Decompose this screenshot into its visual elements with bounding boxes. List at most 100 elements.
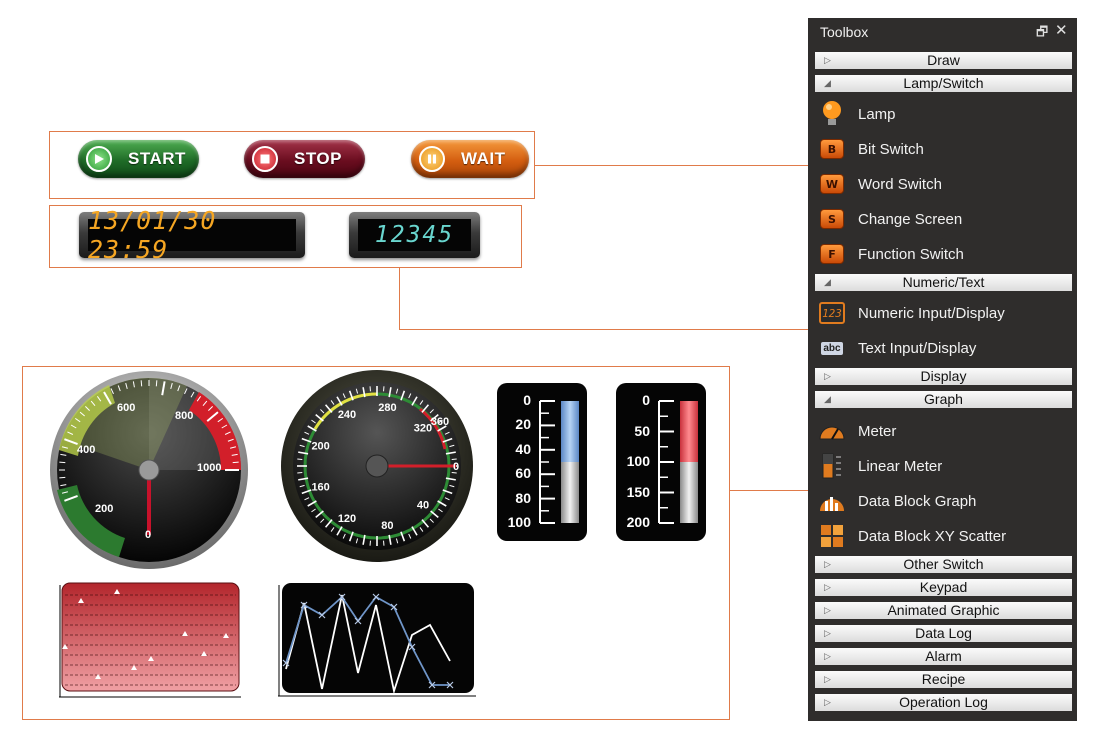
stop-label: STOP bbox=[294, 149, 342, 168]
close-icon[interactable]: ✕ bbox=[1055, 21, 1068, 39]
meter-tick bbox=[177, 385, 181, 392]
toolbox-item-function-switch[interactable]: F Function Switch bbox=[818, 239, 964, 269]
meter-tick bbox=[184, 388, 188, 395]
linear-meter-1-fill bbox=[561, 462, 579, 523]
meter-tick bbox=[315, 510, 324, 519]
numeric-text: 12345 bbox=[358, 219, 471, 251]
item-label: Lamp bbox=[858, 105, 896, 123]
meter-tick bbox=[64, 495, 78, 502]
toolbox-item-linear-meter[interactable]: Linear Meter bbox=[818, 451, 942, 481]
toolbox-item-bit-switch[interactable]: B Bit Switch bbox=[818, 134, 924, 164]
meter-tick bbox=[224, 431, 231, 435]
displays-group-box bbox=[49, 205, 522, 268]
category-display[interactable]: ▷ Display bbox=[815, 368, 1072, 385]
item-label: Data Block XY Scatter bbox=[858, 527, 1007, 545]
meter-tick bbox=[196, 395, 202, 402]
toolbox-item-data-block-graph[interactable]: Data Block Graph bbox=[818, 486, 976, 516]
lm1-tick-60: 60 bbox=[515, 465, 531, 481]
linear-meter-2-fill bbox=[680, 462, 698, 523]
toolbox-panel: Toolbox 🗗 ✕ ▷ Draw ◢ Lamp/Switch Lamp B … bbox=[808, 18, 1077, 721]
meter-tick bbox=[140, 380, 143, 387]
meter-tick bbox=[155, 380, 158, 387]
meter-tick bbox=[362, 387, 366, 398]
lm2-tick-200: 200 bbox=[627, 514, 651, 530]
toolbox-item-text-input[interactable]: abc Text Input/Display bbox=[818, 333, 976, 363]
tick-400: 400 bbox=[77, 444, 95, 456]
data-block-scatter-graph bbox=[59, 582, 241, 698]
category-draw[interactable]: ▷ Draw bbox=[815, 52, 1072, 69]
meter-tick bbox=[74, 417, 81, 423]
toolbox-item-word-switch[interactable]: W Word Switch bbox=[818, 169, 942, 199]
start-button[interactable]: START bbox=[78, 140, 199, 178]
category-recipe[interactable]: ▷ Recipe bbox=[815, 671, 1072, 688]
category-other-switch[interactable]: ▷ Other Switch bbox=[815, 556, 1072, 573]
float-window-icon[interactable]: 🗗 bbox=[1036, 25, 1049, 40]
meter-tick bbox=[429, 518, 434, 523]
collapse-triangle-icon: ◢ bbox=[824, 394, 831, 404]
stop-button[interactable]: STOP bbox=[244, 140, 365, 178]
meter-tick bbox=[307, 500, 317, 507]
item-label: Text Input/Display bbox=[858, 339, 977, 357]
meter-gauge-1: 200 400 600 800 1000 0 bbox=[50, 371, 248, 569]
meter-tick bbox=[60, 453, 67, 456]
toolbox-item-lamp[interactable]: Lamp bbox=[818, 99, 896, 129]
meter-tick bbox=[408, 393, 412, 399]
meter-tick bbox=[362, 534, 366, 545]
meter-tick bbox=[103, 391, 112, 405]
toolbox-item-numeric-input[interactable]: 123 Numeric Input/Display bbox=[818, 298, 1005, 328]
meter-tick bbox=[59, 461, 66, 464]
function-switch-icon: F bbox=[818, 240, 846, 268]
buttons-group-box bbox=[49, 131, 535, 199]
toolbox-item-data-block-xy[interactable]: Data Block XY Scatter bbox=[818, 521, 1006, 551]
data-block-line-graph bbox=[278, 583, 476, 697]
meter-tick bbox=[442, 437, 453, 443]
meter-tick bbox=[67, 431, 74, 435]
category-label: Alarm bbox=[925, 648, 962, 664]
expand-triangle-icon: ▷ bbox=[824, 559, 831, 569]
meter-tick bbox=[304, 497, 310, 501]
category-graph[interactable]: ◢ Graph bbox=[815, 391, 1072, 408]
meter-tick bbox=[79, 411, 85, 417]
meter-tick bbox=[311, 508, 316, 513]
scatter-point bbox=[148, 656, 154, 661]
item-label: Change Screen bbox=[858, 210, 963, 228]
category-numeric-text[interactable]: ◢ Numeric/Text bbox=[815, 274, 1072, 291]
category-keypad[interactable]: ▷ Keypad bbox=[815, 579, 1072, 596]
meter2-tick-label: 280 bbox=[378, 402, 396, 414]
toolbox-item-meter[interactable]: Meter bbox=[818, 416, 896, 446]
play-icon bbox=[86, 146, 112, 172]
meter-tick bbox=[117, 385, 121, 392]
category-operation-log[interactable]: ▷ Operation Log bbox=[815, 694, 1072, 711]
meter-tick bbox=[299, 444, 305, 448]
meter-tick bbox=[206, 411, 219, 422]
item-label: Data Block Graph bbox=[858, 492, 977, 510]
category-label: Operation Log bbox=[899, 694, 988, 710]
word-switch-icon: W bbox=[818, 170, 846, 198]
series-white bbox=[285, 594, 451, 695]
meter-tick bbox=[208, 406, 213, 411]
scatter-point bbox=[182, 631, 188, 636]
meter-tick bbox=[400, 390, 406, 401]
category-alarm[interactable]: ▷ Alarm bbox=[815, 648, 1072, 665]
linear-meter-1: 0 20 40 60 80 100 bbox=[497, 383, 587, 541]
meter-tick bbox=[421, 519, 430, 528]
category-data-log[interactable]: ▷ Data Log bbox=[815, 625, 1072, 642]
category-animated-graphic[interactable]: ▷ Animated Graphic bbox=[815, 602, 1072, 619]
meter-tick bbox=[232, 461, 239, 464]
wait-button[interactable]: WAIT bbox=[411, 140, 529, 178]
meter2-tick-label: 320 bbox=[414, 422, 432, 434]
connector-line-buttons bbox=[535, 165, 808, 166]
meter-tick bbox=[430, 413, 439, 422]
text-display-icon: abc bbox=[821, 341, 843, 355]
item-label: Numeric Input/Display bbox=[858, 304, 1005, 322]
item-label: Meter bbox=[858, 422, 897, 440]
meter-tick bbox=[217, 417, 224, 423]
connector-line-graphs bbox=[730, 490, 808, 491]
toolbox-item-change-screen[interactable]: S Change Screen bbox=[818, 204, 962, 234]
meter-tick bbox=[444, 431, 450, 435]
meter-tick bbox=[330, 400, 335, 405]
tick-0: 0 bbox=[145, 529, 151, 541]
meter-tick bbox=[311, 419, 316, 424]
category-lamp-switch[interactable]: ◢ Lamp/Switch bbox=[815, 75, 1072, 92]
meter-tick bbox=[342, 393, 346, 399]
